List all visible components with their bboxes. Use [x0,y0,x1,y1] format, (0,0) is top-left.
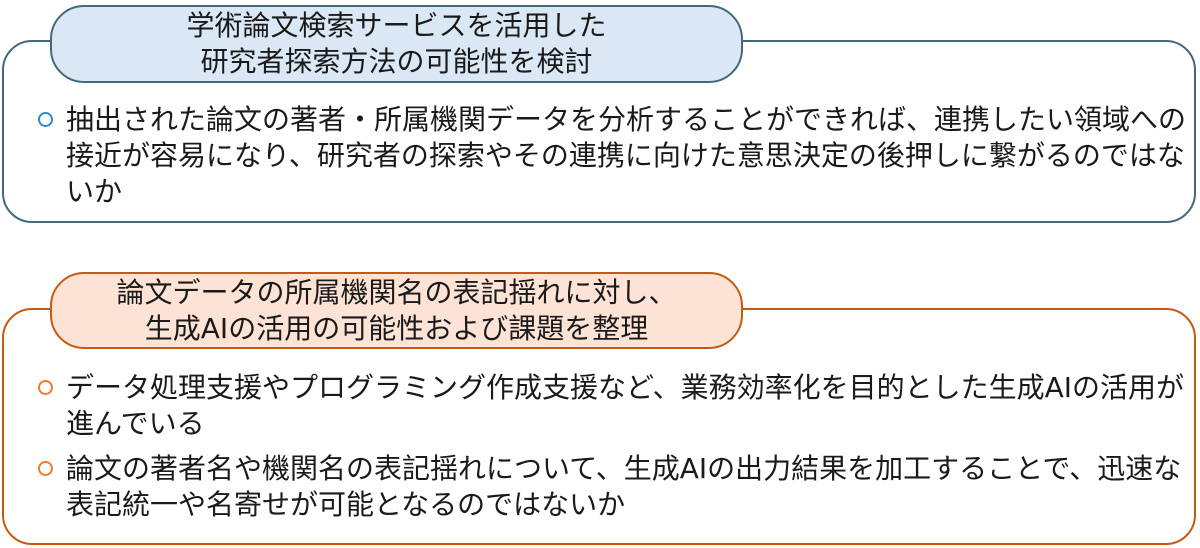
header-title-line-2: 生成AIの活用の可能性および課題を整理 [144,311,649,345]
list-item: 論文の著者名や機関名の表記揺れについて、生成AIの出力結果を加工することで、迅速… [38,451,1190,523]
header-title-line-1: 学術論文検索サービスを活用した [186,9,607,42]
list-item: データ処理支援やプログラミング作成支援など、業務効率化を目的とした生成AIの活用… [38,370,1190,442]
circle-bullet-icon [38,380,53,395]
generative-ai-header: 論文データの所属機関名の表記揺れに対し、 生成AIの活用の可能性および課題を整理 [50,272,743,349]
research-exploration-header: 学術論文検索サービスを活用した 研究者探索方法の可能性を検討 [50,5,743,83]
bullet-text: データ処理支援やプログラミング作成支援など、業務効率化を目的とした生成AIの活用… [66,371,1185,440]
header-title-line-2: 研究者探索方法の可能性を検討 [200,45,593,78]
header-title-line-1: 論文データの所属機関名の表記揺れに対し、 [116,275,677,309]
circle-bullet-icon [38,461,53,476]
list-item: 抽出された論文の著者・所属機関データを分析することができれば、連携したい領域への… [38,102,1190,210]
bullet-text: 論文の著者名や機関名の表記揺れについて、生成AIの出力結果を加工することで、迅速… [66,452,1182,521]
bullet-text: 抽出された論文の著者・所属機関データを分析することができれば、連携したい領域への… [66,103,1187,208]
generative-ai-bullets: データ処理支援やプログラミング作成支援など、業務効率化を目的とした生成AIの活用… [38,370,1190,523]
research-exploration-bullets: 抽出された論文の著者・所属機関データを分析することができれば、連携したい領域への… [38,102,1190,210]
circle-bullet-icon [38,112,53,127]
